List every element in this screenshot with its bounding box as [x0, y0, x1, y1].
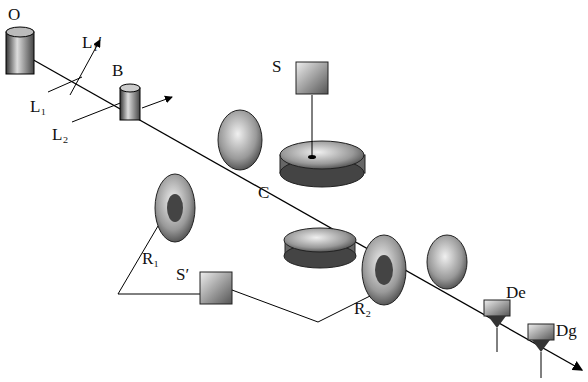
part-label: L₁ [30, 98, 46, 115]
part-label: B [112, 62, 123, 79]
part-label: S [272, 58, 281, 75]
part-label: R₂ [354, 300, 371, 317]
part-label: O [8, 6, 20, 23]
part-label: Dg [556, 322, 577, 339]
part-label: C [258, 184, 269, 201]
part-label: L₂ [52, 126, 68, 143]
part-label: R₁ [142, 250, 159, 267]
part-label: L₁′ [82, 34, 102, 51]
part-label: De [506, 284, 526, 301]
part-label: S′ [176, 266, 189, 283]
